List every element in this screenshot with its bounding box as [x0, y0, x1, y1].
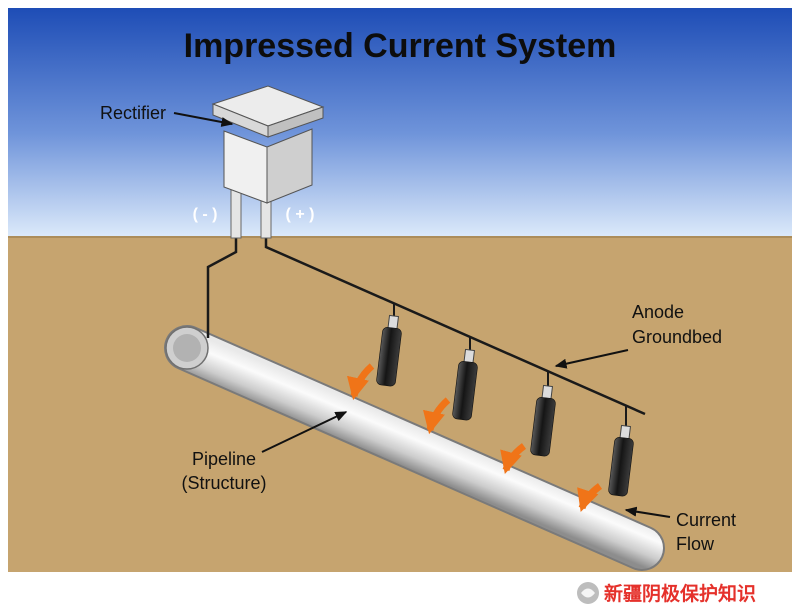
watermark-logo-icon: [577, 582, 599, 604]
positive-cable: [264, 238, 646, 427]
current-arrow-3: [500, 443, 527, 475]
anode-3-body: [530, 397, 556, 457]
rectifier-side-face: [266, 128, 313, 204]
positive-terminal-label: ( + ): [286, 206, 315, 223]
anode-4-body: [608, 437, 634, 497]
diagram-title: Impressed Current System: [184, 27, 617, 65]
current-flow-arrows: [347, 363, 603, 512]
current-flow-pointer-arrow: [624, 506, 671, 518]
horizon-line: [8, 236, 792, 238]
ground-soil: [8, 236, 792, 572]
anode-3: [530, 384, 556, 457]
rectifier-graphic: [211, 85, 325, 239]
anode-1-body: [376, 327, 402, 387]
negative-cable: [206, 238, 238, 338]
anode-groundbed-pointer-arrow: [554, 349, 629, 369]
positive-cable-main: [264, 238, 646, 416]
rectifier-lid-side-edge: [267, 106, 324, 138]
anode-2: [452, 348, 478, 421]
pipeline-label-line1: Pipeline: [192, 449, 256, 469]
anode-groundbed-label-line2: Groundbed: [632, 327, 722, 347]
watermark-text: 新疆阴极保护知识: [604, 582, 756, 605]
rectifier-left-conduit: [230, 189, 242, 239]
watermark-strip: [0, 572, 800, 616]
current-flow-label-line1: Current: [676, 510, 736, 530]
pipeline-pointer-arrow: [261, 411, 348, 453]
pipeline-body: [166, 327, 663, 569]
negative-terminal-label: ( - ): [193, 206, 218, 223]
pipeline-end-opening: [173, 334, 201, 362]
sky-background: [8, 8, 792, 236]
current-arrow-1: [347, 363, 375, 401]
pipeline-label-line2: (Structure): [181, 473, 266, 493]
rectifier-label: Rectifier: [100, 103, 166, 123]
anode-2-body: [452, 361, 478, 421]
anode-4: [608, 424, 634, 497]
anode-1: [376, 314, 402, 387]
rectifier-pointer-arrow: [173, 112, 234, 127]
current-flow-label-line2: Flow: [676, 534, 715, 554]
anode-groundbed-label-line1: Anode: [632, 302, 684, 322]
current-arrow-4: [577, 483, 603, 512]
watermark-logo-mark: [581, 588, 595, 598]
pipeline-graphic: [164, 325, 665, 571]
current-arrow-2: [423, 397, 451, 435]
